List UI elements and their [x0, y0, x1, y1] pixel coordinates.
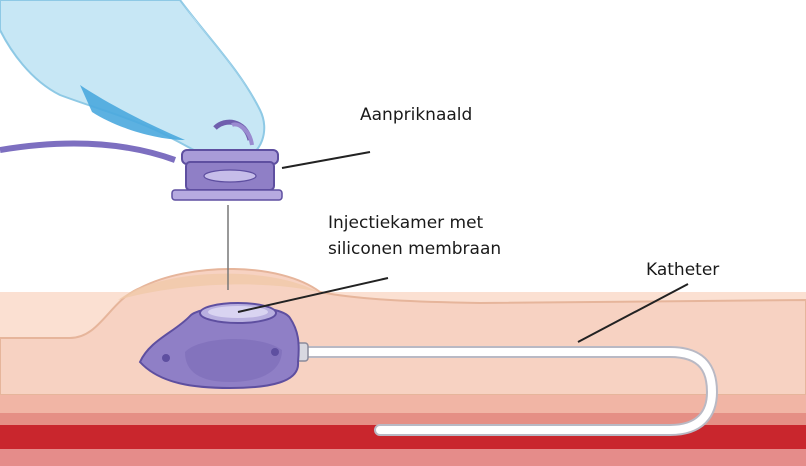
- tissue-layers: [0, 269, 806, 466]
- chamber-label: Injectiekamer met siliconen membraan: [328, 210, 501, 262]
- skin-surface-with-bump: [0, 269, 806, 395]
- chamber-label-line2: siliconen membraan: [328, 236, 501, 262]
- catheter-label: Katheter: [646, 259, 719, 281]
- glove-hand: [0, 0, 264, 161]
- needle-leader-line: [282, 152, 370, 168]
- needle-label: Aanpriknaald: [360, 104, 472, 126]
- fat-layer: [0, 395, 806, 413]
- chamber-label-line1: Injectiekamer met: [328, 210, 501, 236]
- muscle-layer-bottom: [0, 449, 806, 466]
- infusion-tubing: [0, 143, 175, 160]
